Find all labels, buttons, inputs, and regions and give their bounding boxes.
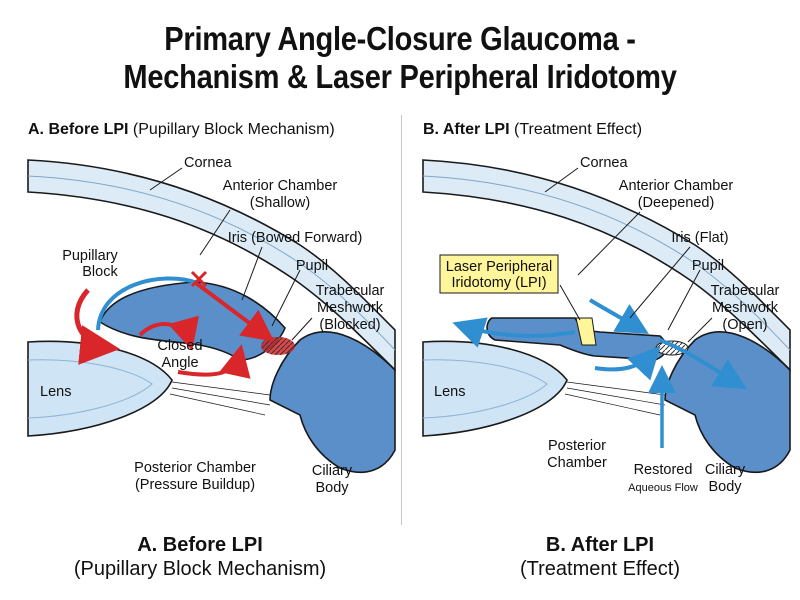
panel-a-heading-bold: A. Before LPI (28, 121, 129, 138)
aqueous-flow-arrow-left (452, 317, 576, 348)
label-meshwork-state-b: (Open) (722, 317, 767, 333)
label-meshwork-a: Meshwork (317, 300, 384, 316)
label-meshwork-b: Meshwork (712, 300, 779, 316)
label-posterior-chamber-a: Posterior Chamber (134, 460, 256, 476)
label-trabecular-b: Trabecular (711, 283, 780, 299)
label-chamber-b: Chamber (547, 455, 607, 471)
label-posterior-state-a: (Pressure Buildup) (135, 477, 255, 493)
lpi-opening (575, 317, 597, 346)
label-lens-a: Lens (40, 384, 71, 400)
panel-b-illustration: Cornea Anterior Chamber (Deepened) Iris … (422, 155, 791, 495)
aqueous-flow-arrow-meshwork (659, 338, 747, 390)
label-pupil-a: Pupil (296, 258, 328, 274)
label-angle: Angle (161, 355, 198, 371)
ciliary-body-a (269, 331, 396, 474)
label-pupillary: Pupillary (62, 248, 118, 264)
label-iris-a: Iris (Bowed Forward) (228, 230, 363, 246)
aqueous-flow-arrow-up (588, 298, 649, 335)
label-lens-b: Lens (434, 384, 465, 400)
panel-b-heading-rest: (Treatment Effect) (513, 121, 643, 138)
panel-a-caption-sub: (Pupillary Block Mechanism) (73, 558, 327, 580)
panel-a-heading-rest: (Pupillary Block Mechanism) (132, 121, 335, 138)
label-anterior-chamber-a: Anterior Chamber (223, 178, 338, 194)
panel-b-caption: B. After LPI (Treatment Effect) (400, 533, 800, 581)
label-anterior-chamber-b: Anterior Chamber (619, 178, 734, 194)
panel-a-heading: A. Before LPI (Pupillary Block Mechanism… (28, 121, 335, 139)
label-trabecular-a: Trabecular (316, 283, 385, 299)
label-posterior-b: Posterior (548, 438, 606, 454)
ciliary-body-b (664, 331, 791, 474)
pupillary-block-arrow (74, 288, 120, 365)
label-body-b: Body (708, 479, 742, 495)
label-iris-b: Iris (Flat) (671, 230, 728, 246)
label-closed: Closed (157, 338, 202, 354)
closed-angle-arrow (138, 315, 199, 351)
label-cornea-b: Cornea (580, 155, 628, 171)
panel-a-caption-main: A. Before LPI (137, 534, 263, 556)
label-anterior-chamber-state-b: (Deepened) (638, 195, 715, 211)
diagram-title-line2: Mechanism & Laser Peripheral Iridotomy (123, 58, 677, 95)
panel-b-heading-bold: B. After LPI (423, 121, 510, 138)
label-lpi-line1: Laser Peripheral (446, 259, 552, 275)
label-ciliary-b: Ciliary (705, 462, 746, 478)
label-aqueous-flow: Aqueous Flow (628, 482, 698, 494)
label-pupil-b: Pupil (692, 258, 724, 274)
label-cornea-a: Cornea (184, 155, 232, 171)
label-body-a: Body (315, 480, 349, 496)
panel-a-illustration: Cornea Anterior Chamber (Shallow) Iris (… (27, 155, 396, 496)
panel-a-caption: A. Before LPI (Pupillary Block Mechanism… (0, 533, 400, 581)
label-block: Block (82, 264, 118, 280)
panel-b-caption-main: B. After LPI (545, 534, 655, 556)
panel-b-heading: B. After LPI (Treatment Effect) (423, 121, 642, 139)
label-anterior-chamber-state-a: (Shallow) (250, 195, 310, 211)
blocked-flow-arrow (96, 276, 199, 331)
panel-divider (401, 115, 402, 525)
lpi-label-box (439, 254, 559, 294)
label-ciliary-a: Ciliary (312, 463, 353, 479)
panel-b-caption-sub: (Treatment Effect) (519, 558, 681, 580)
label-meshwork-state-a: (Blocked) (319, 317, 380, 333)
label-lpi-line2: Iridotomy (LPI) (451, 275, 546, 291)
diagram-title-line1: Primary Angle-Closure Glaucoma - (164, 20, 636, 57)
label-restored: Restored (634, 462, 693, 478)
